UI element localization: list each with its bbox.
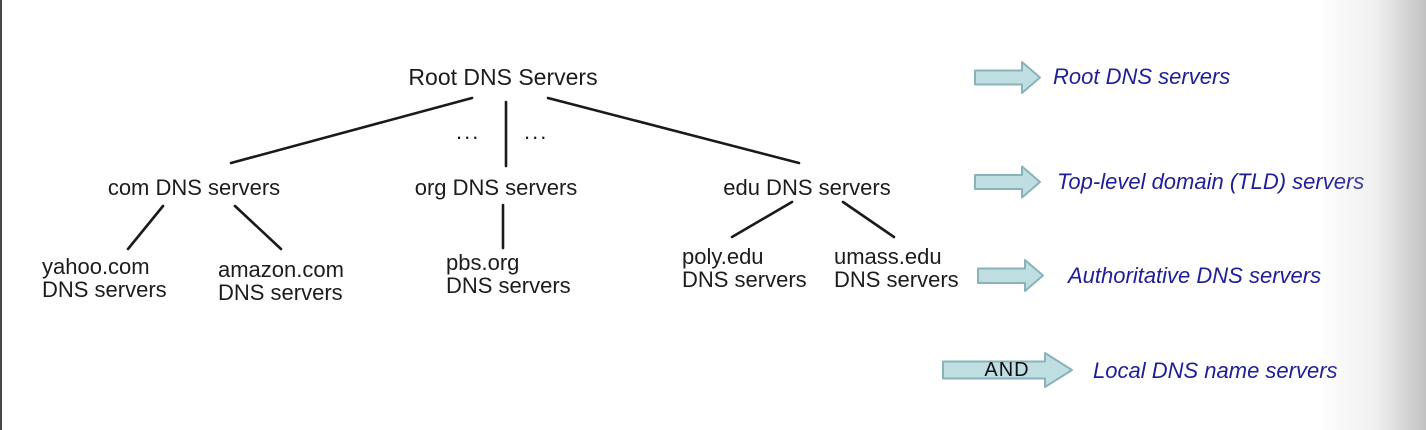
legend-arrow-root (974, 61, 1041, 94)
node-label-line1: yahoo.com (42, 254, 150, 279)
node-com-dns-servers: com DNS servers (107, 175, 281, 200)
node-label-line1: amazon.com (218, 257, 344, 282)
edge-com-to-amazon (233, 204, 283, 251)
node-label-line1: pbs.org (446, 250, 520, 275)
node-label-line2: DNS servers (446, 273, 571, 298)
edge-root-to-com (229, 96, 474, 165)
edge-edu-to-poly (730, 200, 794, 239)
node-root-dns-servers: Root DNS Servers (408, 64, 598, 90)
node-label-line2: DNS servers (682, 267, 807, 292)
node-label-line2: DNS servers (42, 277, 167, 302)
and-caption: AND (984, 359, 1030, 381)
ellipsis-right: ... (524, 119, 549, 144)
legend-label-local: Local DNS name servers (1093, 358, 1338, 383)
legend-label-tld: Top-level domain (TLD) servers (1057, 169, 1365, 194)
node-yahoo-dns-servers: yahoo.com DNS servers (42, 255, 167, 301)
node-edu-dns-servers: edu DNS servers (723, 175, 891, 200)
node-pbs-dns-servers: pbs.org DNS servers (446, 251, 571, 297)
edge-root-to-edu (546, 96, 801, 165)
node-umass-dns-servers: umass.edu DNS servers (834, 245, 959, 291)
node-amazon-dns-servers: amazon.com DNS servers (218, 258, 344, 304)
legend-arrow-local (942, 352, 1073, 388)
legend-arrow-tld (974, 165, 1041, 199)
edge-edu-to-umass (841, 200, 896, 239)
node-label-line1: poly.edu (682, 244, 764, 269)
node-label-line2: DNS servers (218, 280, 343, 305)
node-poly-dns-servers: poly.edu DNS servers (682, 245, 807, 291)
legend-label-root: Root DNS servers (1053, 64, 1231, 89)
legend-arrow-authoritative (977, 259, 1044, 292)
node-label-line1: umass.edu (834, 244, 942, 269)
ellipsis-left: ... (456, 119, 481, 144)
node-org-dns-servers: org DNS servers (414, 175, 578, 200)
edge-com-to-yahoo (126, 204, 165, 251)
legend-label-authoritative: Authoritative DNS servers (1068, 263, 1322, 288)
slide-left-edge (0, 0, 2, 430)
node-label-line2: DNS servers (834, 267, 959, 292)
